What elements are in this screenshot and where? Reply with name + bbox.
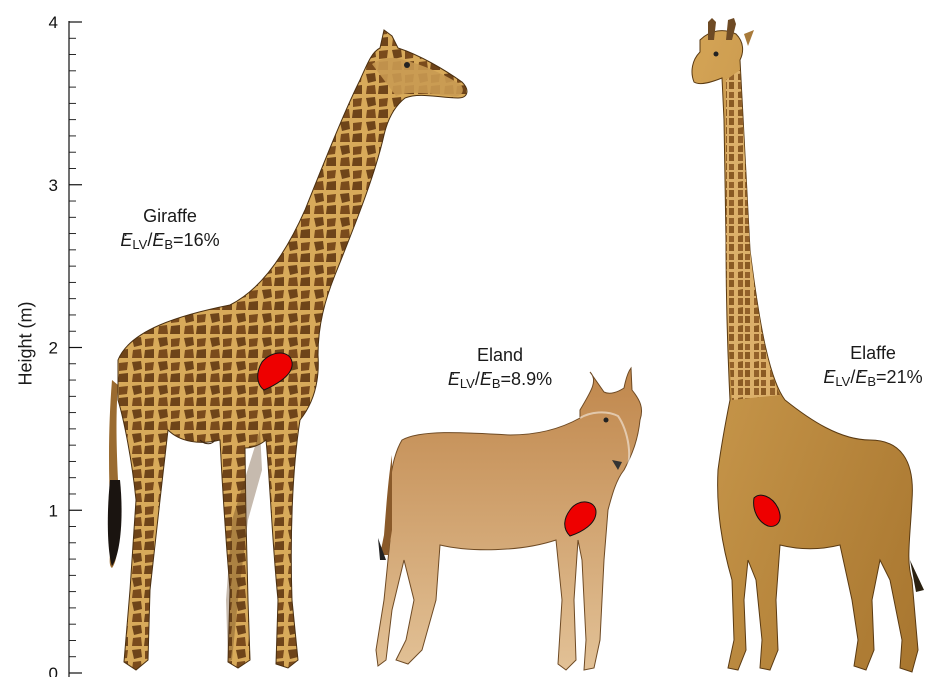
y-axis: 0 1 2 3 4: [49, 13, 82, 677]
elaffe-label: Elaffe ·ELV/·EB=21%: [800, 341, 930, 394]
giraffe-name: Giraffe: [100, 204, 240, 228]
eland-name: Eland: [420, 343, 580, 367]
elaffe-name: Elaffe: [800, 341, 930, 365]
giraffe-label: Giraffe ·ELV/·EB=16%: [100, 204, 240, 257]
elaffe-ratio: ·ELV/·EB=21%: [800, 365, 930, 394]
tick-label: 1: [49, 501, 58, 520]
eland-ratio: ·ELV/·EB=8.9%: [420, 367, 580, 396]
tick-label: 3: [49, 176, 58, 195]
y-axis-label: Height (m): [16, 294, 37, 394]
tick-label: 0: [49, 664, 58, 677]
tick-label: 2: [49, 339, 58, 358]
eland-label: Eland ·ELV/·EB=8.9%: [420, 343, 580, 396]
tick-label: 4: [49, 13, 58, 32]
giraffe-ratio: ·ELV/·EB=16%: [100, 228, 240, 257]
eland-image: [376, 368, 642, 670]
